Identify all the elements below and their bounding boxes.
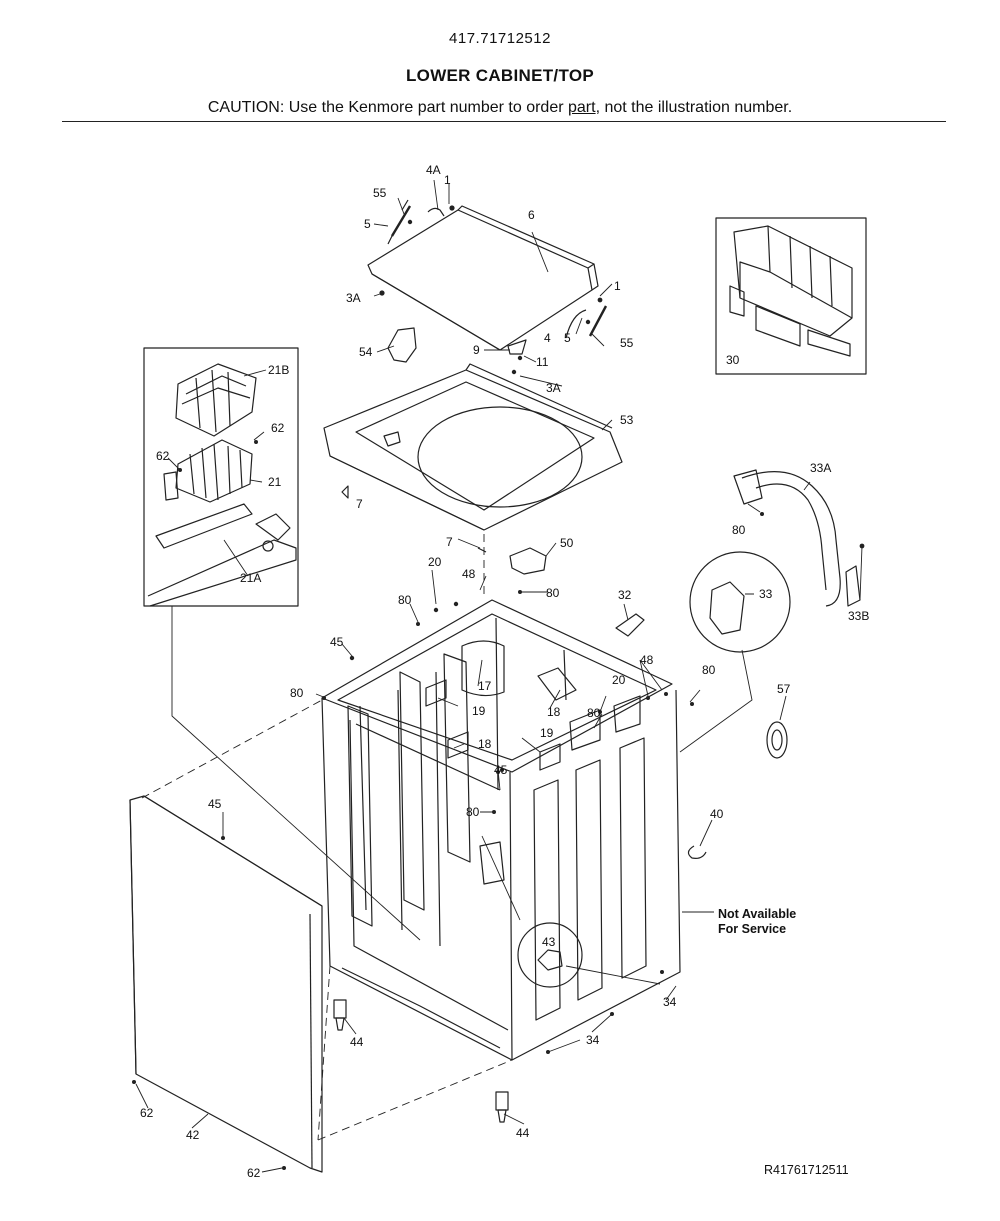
drain-hose bbox=[741, 471, 841, 607]
callout-33B: 33B bbox=[848, 609, 869, 623]
callout-34: 34 bbox=[663, 995, 677, 1009]
callout-45: 45 bbox=[494, 763, 508, 777]
callout-6: 6 bbox=[528, 208, 535, 222]
hose-bracket bbox=[845, 565, 861, 607]
leveling-leg-left bbox=[333, 999, 347, 1031]
callout-7: 7 bbox=[356, 497, 363, 511]
callout-3A: 3A bbox=[346, 291, 361, 305]
callout-62: 62 bbox=[247, 1166, 261, 1180]
part-7-clip bbox=[341, 485, 349, 499]
front-panel bbox=[129, 795, 323, 1173]
callout-labels: 4A 1 55 5 6 3A 1 4 5 55 54 9 11 3A 53 7 … bbox=[140, 163, 869, 1180]
console-assembly bbox=[729, 225, 853, 357]
fastener-dots bbox=[132, 440, 865, 1170]
callout-53: 53 bbox=[620, 413, 634, 427]
caution-note: CAUTION: Use the Kenmore part number to … bbox=[0, 99, 1000, 117]
part-7-line bbox=[477, 547, 487, 553]
callout-20: 20 bbox=[428, 555, 442, 569]
part-40-clamp bbox=[687, 845, 707, 859]
callout-45: 45 bbox=[330, 635, 344, 649]
hinge-hardware bbox=[379, 199, 608, 375]
callout-5: 5 bbox=[364, 217, 371, 231]
model-number: 417.71712512 bbox=[449, 30, 551, 47]
callout-18: 18 bbox=[547, 705, 561, 719]
header-divider bbox=[62, 121, 946, 122]
callout-50: 50 bbox=[560, 536, 574, 550]
caution-prefix: CAUTION: Use the Kenmore part number to … bbox=[207, 99, 568, 116]
callout-48: 48 bbox=[462, 567, 476, 581]
part-54-bracket bbox=[387, 327, 417, 363]
callout-33: 33 bbox=[759, 587, 773, 601]
callout-44: 44 bbox=[350, 1035, 364, 1049]
leader-lines bbox=[135, 179, 863, 1173]
callout-80: 80 bbox=[466, 805, 480, 819]
callout-4: 4 bbox=[544, 331, 551, 345]
caution-suffix: , not the illustration number. bbox=[595, 99, 793, 116]
callout-21B: 21B bbox=[268, 363, 289, 377]
callout-20: 20 bbox=[612, 673, 626, 687]
callout-21: 21 bbox=[268, 475, 282, 489]
callout-57: 57 bbox=[777, 682, 791, 696]
callout-62: 62 bbox=[140, 1106, 154, 1120]
callout-62: 62 bbox=[156, 449, 170, 463]
callout-21A: 21A bbox=[240, 571, 261, 585]
page-title: LOWER CABINET/TOP bbox=[405, 66, 594, 85]
pump-detail-circle bbox=[689, 551, 791, 653]
not-available-line2: For Service bbox=[718, 922, 786, 936]
callout-9: 9 bbox=[473, 343, 480, 357]
callout-80: 80 bbox=[290, 686, 304, 700]
part-32-sensor bbox=[615, 613, 645, 637]
control-board-inset bbox=[143, 347, 299, 607]
figure-id: R41761712511 bbox=[764, 1163, 849, 1177]
callout-80: 80 bbox=[587, 706, 601, 720]
callout-40: 40 bbox=[710, 807, 724, 821]
callout-42: 42 bbox=[186, 1128, 200, 1142]
top-panel bbox=[323, 363, 623, 531]
callout-3A: 3A bbox=[546, 381, 561, 395]
callout-80: 80 bbox=[732, 523, 746, 537]
callout-48: 48 bbox=[640, 653, 654, 667]
leveling-leg-right bbox=[495, 1091, 509, 1123]
callout-80: 80 bbox=[398, 593, 412, 607]
callout-33A: 33A bbox=[810, 461, 831, 475]
callout-17: 17 bbox=[478, 679, 492, 693]
callout-80: 80 bbox=[702, 663, 716, 677]
part-50-switch bbox=[509, 547, 547, 575]
lower-cabinet bbox=[321, 599, 681, 1061]
caution-underlined-word: part bbox=[568, 99, 596, 116]
callout-19: 19 bbox=[472, 704, 486, 718]
callout-11: 11 bbox=[536, 355, 549, 369]
callout-34: 34 bbox=[586, 1033, 600, 1047]
callout-32: 32 bbox=[618, 588, 632, 602]
console-inset bbox=[715, 217, 867, 375]
foot-detail-circle bbox=[517, 922, 583, 988]
callout-1: 1 bbox=[614, 279, 621, 293]
callout-54: 54 bbox=[359, 345, 373, 359]
callout-7: 7 bbox=[446, 535, 453, 549]
callout-18: 18 bbox=[478, 737, 492, 751]
callout-62: 62 bbox=[271, 421, 285, 435]
callout-5: 5 bbox=[564, 331, 571, 345]
callout-44: 44 bbox=[516, 1126, 530, 1140]
callout-19: 19 bbox=[540, 726, 554, 740]
part-57-cap bbox=[766, 721, 788, 759]
callout-30: 30 bbox=[726, 353, 740, 367]
callout-80: 80 bbox=[546, 586, 560, 600]
callout-55: 55 bbox=[620, 336, 634, 350]
callout-45: 45 bbox=[208, 797, 222, 811]
assembly-guides bbox=[141, 534, 513, 1141]
callout-55: 55 bbox=[373, 186, 387, 200]
not-available-line1: Not Available bbox=[718, 907, 796, 921]
drain-hose-end bbox=[733, 469, 763, 505]
callout-1: 1 bbox=[444, 173, 451, 187]
lid-part bbox=[367, 205, 599, 351]
callout-43: 43 bbox=[542, 935, 556, 949]
callout-4A: 4A bbox=[426, 163, 441, 177]
pump-part bbox=[709, 581, 745, 635]
